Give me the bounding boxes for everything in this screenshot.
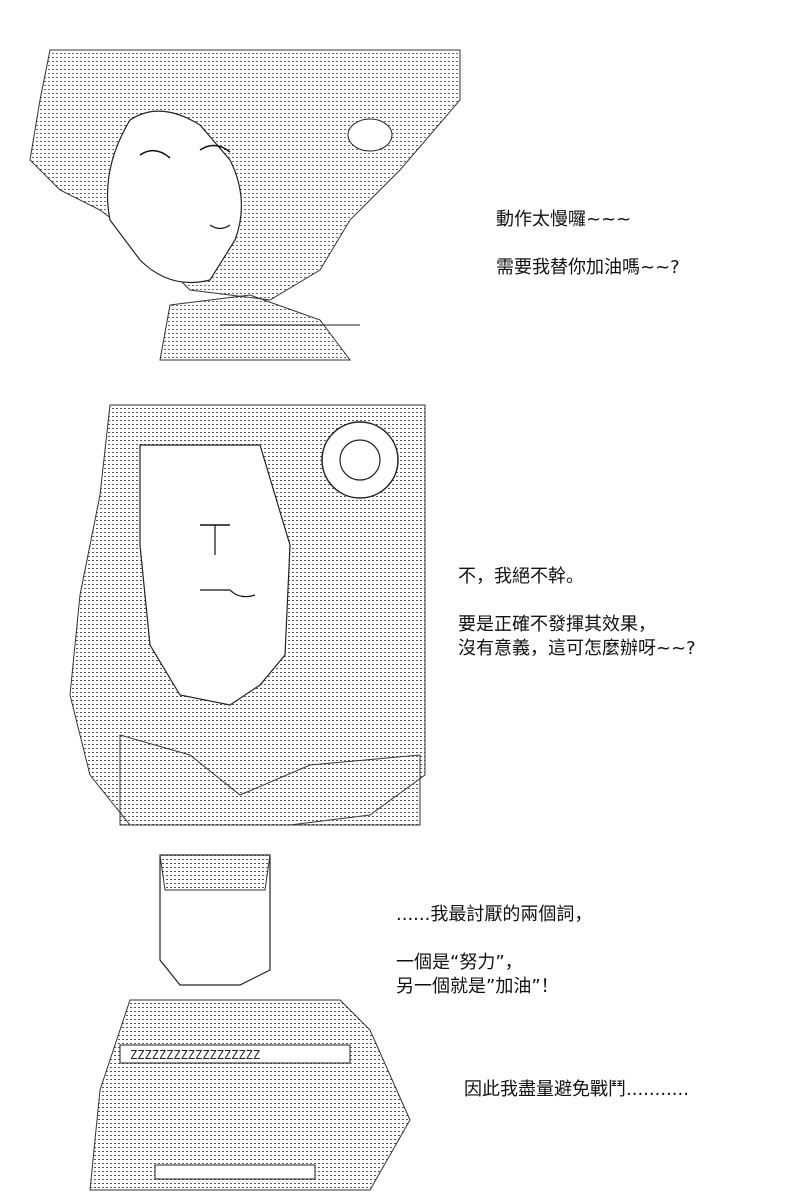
- dialogue-line: 因此我盡量避免戰鬥...........: [464, 1079, 689, 1100]
- dialogue-line: ......我最討厭的兩個詞，: [396, 904, 593, 925]
- dialogue-line: 另一個就是”加油”！: [396, 976, 559, 997]
- ascii-art-character-2: [60, 395, 440, 835]
- svg-text:ZZZZZZZZZZZZZZZZZZ: ZZZZZZZZZZZZZZZZZZ: [130, 1048, 260, 1062]
- dialogue-block-1: 動作太慢囉~~~ 需要我替你加油嗎~~?: [496, 208, 680, 280]
- dialogue-line: 動作太慢囉~~~: [496, 209, 632, 230]
- ascii-art-character-1: [20, 40, 470, 370]
- dialogue-line: 一個是“努力”，: [396, 952, 523, 973]
- dialogue-block-2: 不，我絕不幹。 要是正確不發揮其效果， 沒有意義，這可怎麼辦呀~~?: [458, 565, 696, 661]
- dialogue-line: 沒有意義，這可怎麼辦呀~~?: [458, 638, 696, 659]
- ascii-art-character-3: ZZZZZZZZZZZZZZZZZZ: [70, 850, 430, 1195]
- dialogue-block-4: 因此我盡量避免戰鬥...........: [464, 1078, 689, 1102]
- dialogue-block-3: ......我最討厭的兩個詞， 一個是“努力”， 另一個就是”加油”！: [396, 903, 592, 999]
- dialogue-line: 不，我絕不幹。: [458, 566, 584, 587]
- dialogue-line: 要是正確不發揮其效果，: [458, 614, 656, 635]
- dialogue-line: 需要我替你加油嗎~~?: [496, 257, 680, 278]
